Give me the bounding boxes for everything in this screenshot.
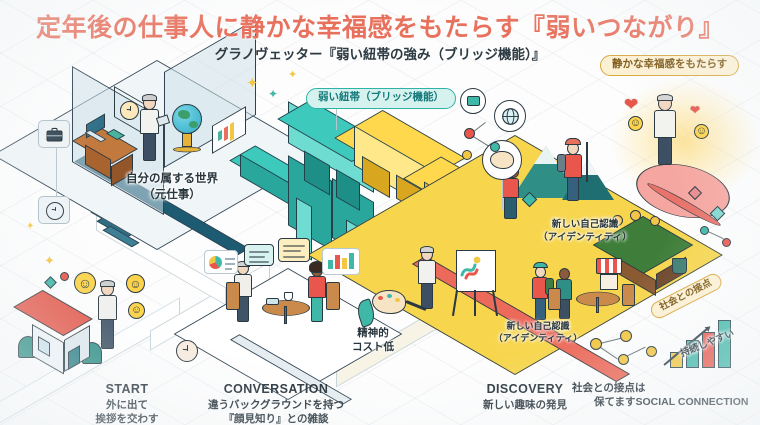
social-network-node-1: [590, 338, 602, 350]
page-title: 定年後の仕事人に静かな幸福感をもたらす『弱いつながり』: [35, 14, 724, 42]
smiley-icon-3: ☺: [128, 302, 145, 319]
dot-icon-red-right: [722, 238, 731, 247]
hiking-pole: [586, 142, 588, 182]
speech-bubble-icon-floating: [460, 88, 486, 114]
star-icon-2: ✦: [268, 87, 279, 101]
clock-icon-left: [38, 196, 70, 224]
step-caption-start: START 外に出て 挨拶を交わす: [72, 381, 182, 425]
star-icon-3: ✦: [288, 69, 298, 81]
speech-bubble-teal: [244, 244, 274, 266]
smiley-icon-tr-2: ☺: [694, 124, 709, 139]
globe-base: [173, 146, 201, 153]
smiley-icon-1: ☺: [74, 272, 96, 294]
hiker-backpack: [557, 154, 566, 172]
social-network-node-4: [646, 346, 657, 357]
label-own-world: 自分の属する世界 （元仕事）: [126, 173, 218, 201]
network-node-yellow: [462, 150, 472, 160]
network-node-teal: [490, 142, 500, 152]
globe-continents-2: [189, 121, 198, 128]
island-chair-right: [622, 284, 635, 306]
social-caption-line2: 保てますSOCIAL CONNECTION: [594, 396, 749, 409]
coffee-cup-icon: [284, 292, 293, 301]
sparkle-icon-1: ✦: [44, 253, 55, 268]
pie-chart-card: [204, 250, 238, 274]
globe-icon: [172, 104, 202, 134]
heart-icon-2: ❤: [690, 103, 701, 117]
hiker-small-cap: [533, 262, 548, 268]
diamond-icon-green: [44, 276, 57, 289]
badge-weak-ties: 弱い紐帯（ブリッジ機能）: [306, 88, 456, 109]
globe-stand: [182, 133, 192, 147]
heart-icon-1: ❤: [624, 95, 639, 114]
social-network-node-2: [620, 330, 632, 342]
briefcase-icon: [38, 120, 70, 148]
page-subtitle: グラノヴェッター『弱い紐帯の強み（ブリッジ機能）』: [214, 47, 546, 62]
food-stall-body: [600, 274, 618, 290]
island-cafe-table-leg: [596, 297, 599, 313]
bar-chart-card: [322, 248, 360, 275]
bucket-icon: [672, 258, 687, 274]
globe-continents: [178, 110, 190, 119]
paint-blob-1: [378, 296, 383, 300]
sparkle-icon-2: ✦: [26, 221, 35, 232]
happiness-pedestal: [617, 148, 749, 234]
speech-bubble-yellow: [278, 238, 310, 262]
mountain-peak-snow-large: [534, 146, 558, 164]
napkin-icon: [266, 298, 279, 305]
conversation-table-leg: [284, 306, 288, 324]
step-conversation-jp1: 違うバックグラウンドを持つ: [207, 398, 345, 411]
star-icon-1: ✦: [246, 75, 259, 92]
step-conversation-jp2: 『顔見知り』との雑談: [223, 413, 329, 425]
label-identity-bottom: 新しい自己認識 （アイデンティティ）: [493, 321, 583, 344]
network-node-red: [464, 128, 475, 139]
pie-chart-icon: [209, 256, 222, 269]
office-wall-chart-bar-3: [230, 121, 234, 142]
office-wall-chart-bar-2: [224, 125, 228, 142]
food-stall-icon: [596, 258, 622, 274]
step-conversation-en: CONVERSATION: [223, 382, 329, 396]
smiley-icon-2: ☺: [126, 274, 145, 293]
step-start-jp2: 挨拶を交わす: [95, 413, 159, 425]
step-caption-social-connection: 社会との接点は 保てますSOCIAL CONNECTION: [566, 381, 760, 409]
step-start-jp1: 外に出て: [106, 398, 148, 411]
step-start-en: START: [105, 382, 149, 396]
label-mental-cost: 精神的 コスト低: [352, 327, 394, 354]
leader-line-bridge-badge: [336, 106, 338, 130]
conversation-chair-left: [226, 282, 240, 310]
hiker-cap: [565, 138, 581, 145]
easel-icon: [448, 250, 504, 317]
leader-line-briefcase: [56, 146, 58, 200]
paint-blob-2: [387, 294, 392, 298]
clock-icon-path: [176, 340, 198, 362]
social-caption-line1: 社会との接点は: [572, 382, 646, 394]
dot-icon-red: [60, 272, 69, 281]
house-icon: [13, 290, 104, 375]
step-caption-conversation: CONVERSATION 違うバックグラウンドを持つ 『顔見知り』との雑談: [196, 381, 356, 425]
island-chair-left: [548, 288, 561, 310]
smiley-icon-tr-1: ☺: [628, 116, 643, 131]
easel-artwork: [460, 256, 481, 280]
paint-blob-3: [395, 298, 400, 302]
globe-icon-floating: [494, 100, 526, 132]
label-identity-top: 新しい自己認識 （アイデンティティ）: [538, 219, 632, 243]
social-network-node-3: [618, 354, 629, 365]
conversation-chair-right: [326, 282, 340, 310]
